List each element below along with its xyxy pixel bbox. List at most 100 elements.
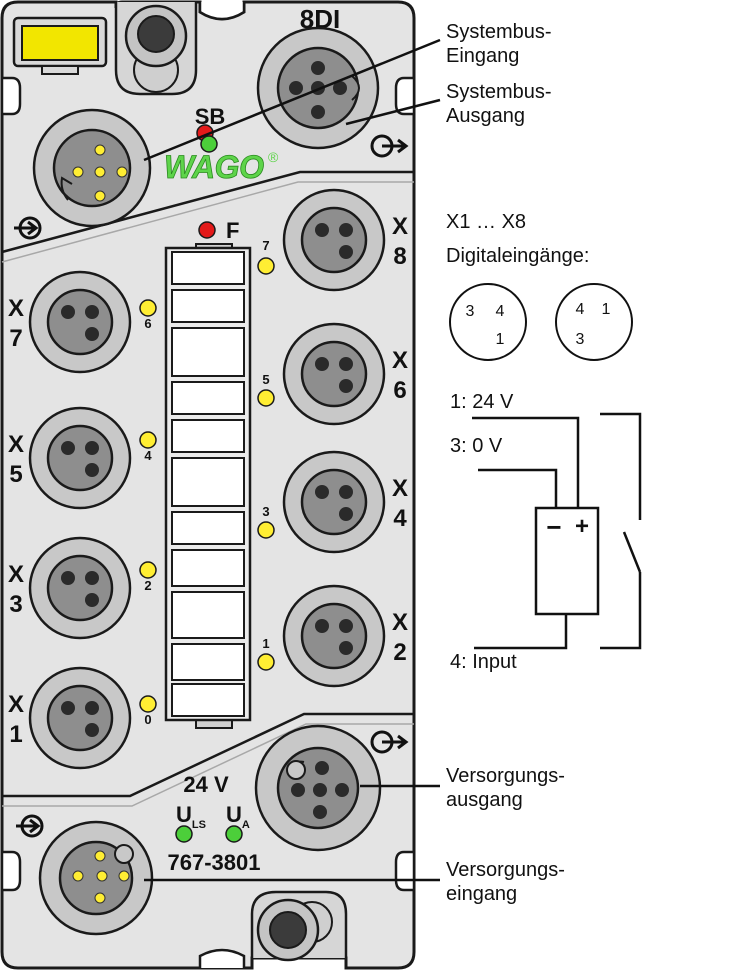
svg-text:Versorgungs-: Versorgungs- (446, 765, 565, 787)
port-letter: X (392, 609, 408, 636)
systembus-out-connector (256, 26, 380, 150)
port-number: 7 (9, 325, 22, 352)
sensor-box (534, 506, 600, 616)
port-pin (315, 619, 329, 633)
port-pin (315, 357, 329, 371)
port-pin (85, 593, 99, 607)
port-pin (339, 223, 353, 237)
ua-led-green (225, 825, 243, 843)
registered-mark: ® (268, 149, 279, 165)
port-led-number: 1 (262, 636, 269, 651)
callout-systembus-out: Systembus- Ausgang (446, 81, 552, 127)
port-pin (315, 223, 329, 237)
port-x8: X87 (257, 188, 408, 292)
uls-led-green (175, 825, 193, 843)
port-led-number: 0 (144, 712, 151, 727)
port-led-number: 4 (144, 448, 152, 463)
svg-text:Versorgungs-: Versorgungs- (446, 859, 565, 881)
f-label: F (226, 218, 239, 243)
port-number: 5 (9, 461, 22, 488)
port-led-number: 5 (262, 372, 269, 387)
port-pin (85, 571, 99, 585)
top-notch (198, 2, 246, 21)
port-face (300, 602, 368, 670)
port-pin (85, 305, 99, 319)
divider-bottom-inner (2, 723, 414, 807)
port-pin (339, 357, 353, 371)
port-x2: X 2 1 (257, 584, 408, 688)
pinout-female: 3 4 1 (449, 283, 527, 361)
port-pin (85, 441, 99, 455)
svg-text:3: 3 (576, 331, 585, 348)
svg-text:eingang: eingang (446, 883, 517, 905)
port-pin (61, 571, 75, 585)
svg-text:1: 1 (496, 331, 505, 348)
divider-bottom (2, 712, 414, 798)
port-led-number: 3 (262, 504, 269, 519)
callout-systembus-in: Systembus- Eingang (446, 21, 552, 67)
port-pin (85, 327, 99, 341)
port-number: 2 (393, 639, 406, 666)
port-led-yellow (257, 257, 275, 275)
port-x5: X 5 4 (8, 406, 157, 510)
pin4-label: 4: Input (450, 651, 517, 673)
port-letter: X (8, 691, 24, 718)
pinout-male: 4 1 3 (555, 283, 633, 361)
port-x4: X 4 3 (257, 450, 408, 554)
svg-text:4: 4 (576, 301, 585, 318)
port-x3: X32 (8, 536, 157, 640)
port-number: 6 (393, 377, 406, 404)
port-led-number: 7 (262, 238, 269, 253)
bus-out-symbol-icon (370, 134, 409, 158)
port-face (46, 424, 114, 492)
port-letter: X (8, 561, 24, 588)
wago-logo: WAGO (164, 149, 264, 185)
port-pin (339, 485, 353, 499)
sb-label: SB (195, 104, 226, 129)
port-pin (339, 641, 353, 655)
label-strip (164, 243, 252, 729)
port-x6: X 6 5 (257, 322, 408, 426)
port-face (46, 684, 114, 752)
divider-top-inner (1, 181, 414, 263)
port-letter: X (392, 475, 408, 502)
port-pin (85, 723, 99, 737)
port-pin (61, 441, 75, 455)
svg-text:1: 1 (602, 301, 611, 318)
port-led-yellow (257, 389, 275, 407)
port-pin (339, 245, 353, 259)
circuit-wiring (472, 412, 642, 650)
bottom-screw (250, 890, 348, 962)
port-pin (85, 701, 99, 715)
port-face (46, 554, 114, 622)
svg-text:Systembus-: Systembus- (446, 21, 552, 43)
svg-text:3: 3 (466, 303, 475, 320)
voltage-label: 24 V (183, 772, 229, 797)
port-letter: X (8, 431, 24, 458)
port-pin (339, 507, 353, 521)
port-pin (61, 701, 75, 715)
sensor-plus: + (575, 513, 589, 540)
port-led-number: 6 (144, 316, 151, 331)
port-letter: X (392, 347, 408, 374)
port-number: 1 (9, 721, 22, 748)
svg-text:4: 4 (496, 303, 505, 320)
pin1-label: 1: 24 V (450, 391, 514, 413)
pin3-label: 3: 0 V (450, 435, 503, 457)
port-number: 8 (393, 243, 406, 270)
port-led-yellow (257, 521, 275, 539)
port-led-number: 2 (144, 578, 151, 593)
port-number: 4 (393, 505, 407, 532)
ua-label: UA (226, 802, 250, 831)
marker-label (12, 16, 108, 75)
port-led-yellow (139, 431, 157, 449)
port-pin (85, 463, 99, 477)
supply-in-symbol-icon (16, 814, 44, 838)
port-pin (339, 379, 353, 393)
bottom-notch (198, 948, 246, 968)
sensor-minus: − (546, 512, 561, 542)
port-pin (61, 305, 75, 319)
supply-out-connector (254, 724, 382, 852)
port-face (300, 206, 368, 274)
